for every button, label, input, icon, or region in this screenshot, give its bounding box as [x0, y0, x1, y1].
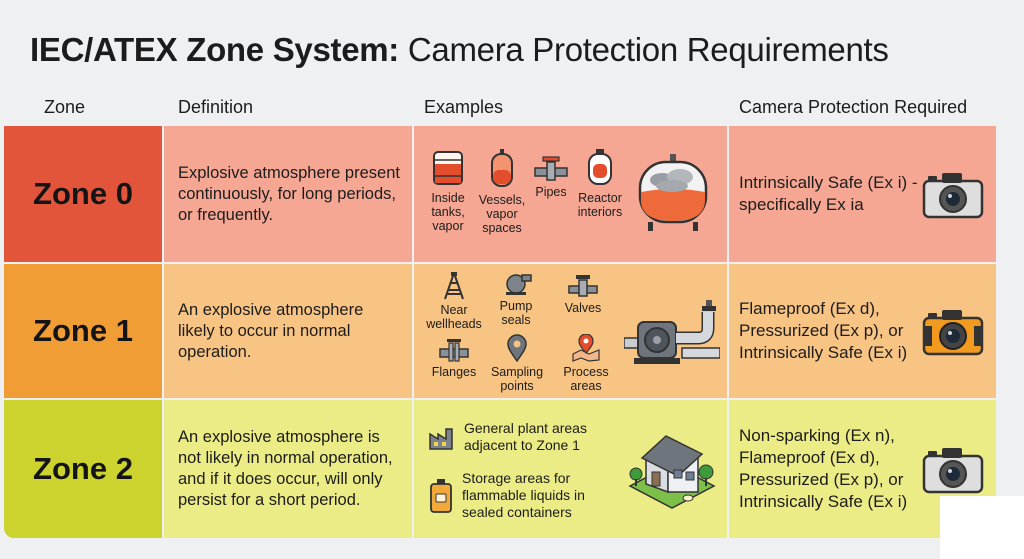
page-title: IEC/ATEX Zone System: Camera Protection …	[30, 30, 889, 70]
zone-2-label-cell: Zone 2	[4, 400, 162, 538]
vessel-icon	[491, 149, 513, 187]
valve-icon	[568, 275, 598, 297]
zone-0-label: Zone 0	[33, 176, 133, 211]
zone-0-definition: Explosive atmosphere present continuousl…	[178, 163, 400, 224]
zone-0-definition-cell: Explosive atmosphere present continuousl…	[164, 126, 412, 262]
zone-1-examples-cell: Near wellheads Pump seals Valves	[414, 264, 727, 398]
example-sampling-points: Sampling points	[488, 334, 546, 393]
header-camera-protection: Camera Protection Required	[739, 97, 968, 117]
example-inside-tanks-label: Inside tanks, vapor	[431, 191, 465, 233]
example-storage-areas: Storage areas for flammable liquids in s…	[428, 470, 585, 521]
rugged-camera-icon	[922, 310, 984, 356]
example-near-wellheads-label: Near wellheads	[426, 303, 482, 331]
camera-icon	[922, 448, 984, 494]
zone-1-label: Zone 1	[33, 313, 133, 348]
zone-2-row: Zone 2 An explosive atmosphere is not li…	[4, 400, 996, 538]
house-building-illustration	[628, 435, 716, 509]
example-general-plant-areas-label: General plant areas adjacent to Zone 1	[464, 420, 587, 453]
example-valves-label: Valves	[564, 301, 602, 315]
zone-2-examples-cell: General plant areas adjacent to Zone 1 S…	[414, 400, 727, 538]
zone-1-camera-protection: Flameproof (Ex d), Pressurized (Ex p), o…	[739, 299, 908, 362]
header-zone: Zone	[44, 97, 86, 117]
example-vessels-label: Vessels, vapor spaces	[478, 193, 526, 235]
example-storage-areas-label: Storage areas for flammable liquids in s…	[462, 470, 585, 520]
zone-0-camera-protection: Intrinsically Safe (Ex i) - specifically…	[739, 173, 918, 214]
zone-2-label: Zone 2	[33, 451, 133, 486]
flange-icon	[439, 339, 469, 362]
example-reactor-interiors-label: Reactor interiors	[577, 191, 623, 219]
example-vessels: Vessels, vapor spaces	[474, 148, 530, 235]
reactor-icon	[588, 149, 612, 185]
camera-icon	[922, 173, 984, 219]
storage-tank-vapor-illustration	[638, 154, 708, 231]
pump-piping-illustration	[624, 300, 720, 364]
wellhead-tower-icon	[444, 272, 464, 300]
corner-blank-patch	[940, 496, 1024, 559]
tank-icon	[433, 151, 463, 185]
header-definition: Definition	[178, 97, 254, 117]
example-process-areas-label: Process areas	[563, 365, 609, 393]
example-reactor-interiors: Reactor interiors	[572, 148, 628, 219]
example-pipes: Pipes	[526, 154, 576, 199]
example-pump-seals: Pump seals	[490, 272, 542, 327]
header-examples: Examples	[424, 97, 504, 117]
pipe-valve-icon	[534, 156, 568, 181]
zone-1-row: Zone 1 An explosive atmosphere likely to…	[4, 264, 996, 398]
jerrycan-icon	[430, 478, 452, 513]
zone-2-camera-protection: Non-sparking (Ex n), Flameproof (Ex d), …	[739, 426, 908, 511]
zone-0-camera-cell: Intrinsically Safe (Ex i) - specifically…	[729, 126, 996, 262]
example-process-areas: Process areas	[558, 334, 614, 393]
zone-1-definition-cell: An explosive atmosphere likely to occur …	[164, 264, 412, 398]
factory-icon	[429, 428, 453, 450]
zone-1-camera-cell: Flameproof (Ex d), Pressurized (Ex p), o…	[729, 264, 996, 398]
zone-0-examples-cell: Inside tanks, vapor Vessels, vapor space…	[414, 126, 727, 262]
zone-2-definition-cell: An explosive atmosphere is not likely in…	[164, 400, 412, 538]
zone-1-definition: An explosive atmosphere likely to occur …	[178, 300, 364, 361]
zone-2-camera-cell: Non-sparking (Ex n), Flameproof (Ex d), …	[729, 400, 996, 538]
example-valves: Valves	[560, 272, 606, 315]
zone-0-row: Zone 0 Explosive atmosphere present cont…	[4, 126, 996, 262]
title-bold: IEC/ATEX Zone System:	[30, 31, 399, 68]
example-inside-tanks: Inside tanks, vapor	[420, 148, 476, 233]
zone-1-label-cell: Zone 1	[4, 264, 162, 398]
example-pipes-label: Pipes	[535, 185, 567, 199]
example-sampling-points-label: Sampling points	[490, 365, 544, 393]
location-pin-icon	[507, 334, 527, 362]
example-flanges: Flanges	[422, 338, 486, 379]
example-near-wellheads: Near wellheads	[422, 272, 486, 331]
example-flanges-label: Flanges	[431, 365, 477, 379]
zone-2-definition: An explosive atmosphere is not likely in…	[178, 428, 393, 509]
pump-icon	[506, 274, 532, 295]
map-pin-icon	[572, 334, 600, 362]
example-pump-seals-label: Pump seals	[499, 299, 533, 327]
example-general-plant-areas: General plant areas adjacent to Zone 1	[428, 420, 587, 454]
zone-0-label-cell: Zone 0	[4, 126, 162, 262]
title-regular: Camera Protection Requirements	[399, 31, 889, 68]
